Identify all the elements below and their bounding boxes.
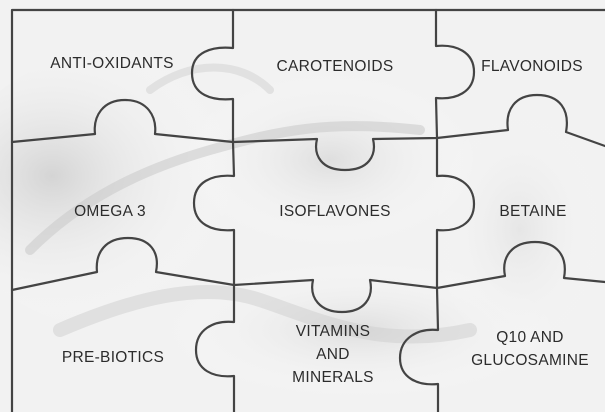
piece-label-pre-biotics: PRE-BIOTICS <box>62 349 164 366</box>
piece-label-isoflavones: ISOFLAVONES <box>279 203 391 220</box>
piece-label-line: PRE-BIOTICS <box>62 349 164 366</box>
piece-label-line: FLAVONOIDS <box>481 58 583 75</box>
piece-label-line: AND <box>316 346 350 363</box>
piece-label-line: VITAMINS <box>296 323 370 340</box>
piece-label-anti-oxidants: ANTI-OXIDANTS <box>50 55 174 72</box>
piece-label-line: Q10 AND <box>496 329 564 346</box>
piece-label-omega-3: OMEGA 3 <box>74 203 146 220</box>
piece-label-line: ANTI-OXIDANTS <box>50 55 174 72</box>
piece-label-line: OMEGA 3 <box>74 203 146 220</box>
piece-label-line: CAROTENOIDS <box>277 58 394 75</box>
piece-label-line: BETAINE <box>499 203 566 220</box>
piece-label-flavonoids: FLAVONOIDS <box>481 58 583 75</box>
piece-label-line: MINERALS <box>292 369 374 386</box>
piece-label-line: ISOFLAVONES <box>279 203 391 220</box>
piece-label-betaine: BETAINE <box>499 203 566 220</box>
piece-label-carotenoids: CAROTENOIDS <box>277 58 394 75</box>
piece-label-line: GLUCOSAMINE <box>471 352 589 369</box>
